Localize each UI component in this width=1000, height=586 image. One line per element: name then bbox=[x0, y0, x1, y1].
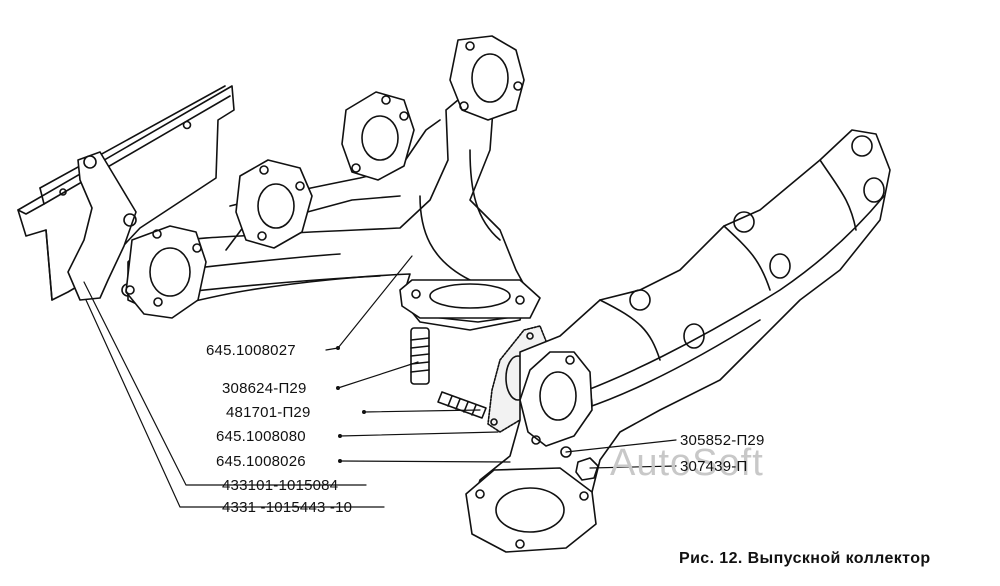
label-433101-1015084: 433101-1015084 bbox=[222, 477, 339, 494]
label-645-1008026: 645.1008026 bbox=[216, 453, 306, 470]
heat-shield-bracket bbox=[67, 151, 137, 301]
right-manifold bbox=[465, 129, 891, 553]
label-308624-p29: 308624-П29 bbox=[222, 380, 307, 397]
stud-308624 bbox=[410, 327, 430, 385]
watermark: AutoSoft bbox=[610, 442, 764, 484]
label-481701-p29: 481701-П29 bbox=[226, 404, 311, 421]
label-645-1008080: 645.1008080 bbox=[216, 428, 306, 445]
label-307439-p: 307439-П bbox=[680, 458, 748, 475]
leader-endpoints bbox=[336, 346, 366, 463]
label-305852-p29: 305852-П29 bbox=[680, 432, 765, 449]
leader-lines bbox=[83, 255, 677, 508]
label-645-1008027: 645.1008027 bbox=[206, 342, 296, 359]
stud-481701 bbox=[437, 391, 487, 419]
label-4331-1015443-10: 4331 -1015443 -10 bbox=[222, 499, 353, 516]
left-manifold bbox=[125, 35, 541, 331]
figure-caption: Рис. 12. Выпускной коллектор bbox=[679, 550, 931, 567]
heat-shield bbox=[17, 85, 235, 301]
